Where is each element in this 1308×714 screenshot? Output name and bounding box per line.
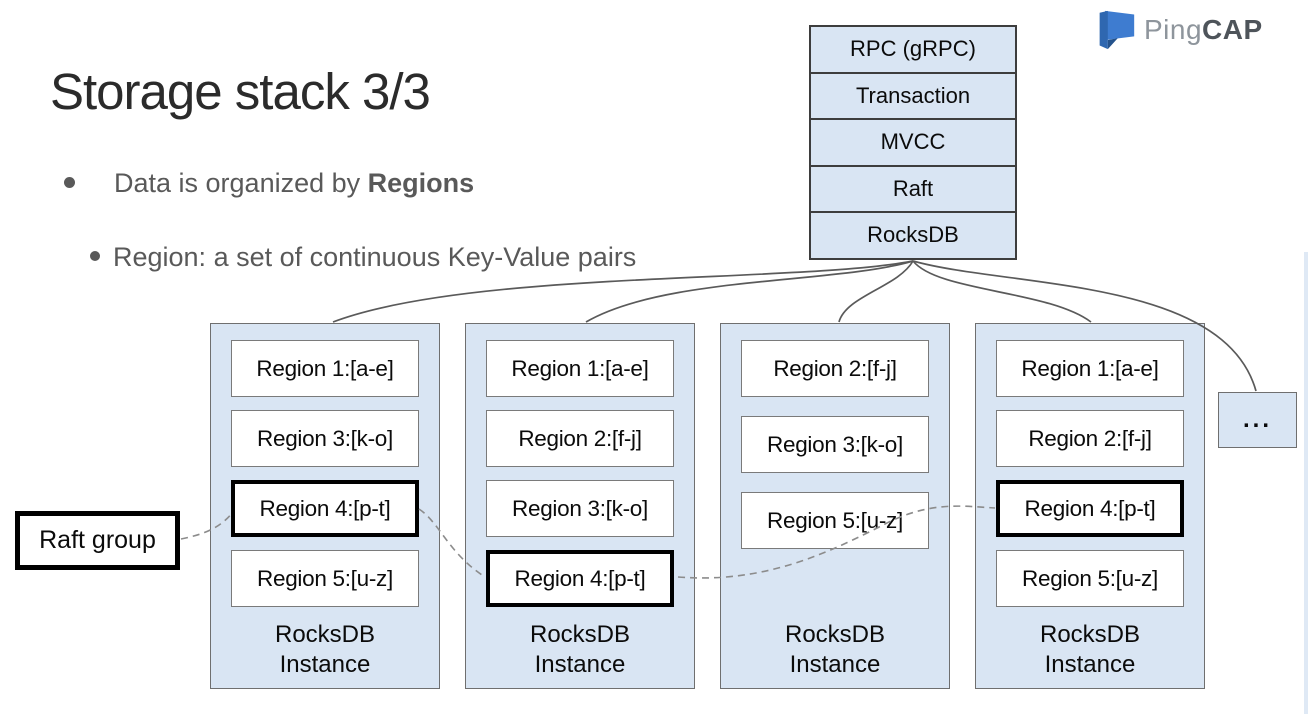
connector-stack-to-instance-3 xyxy=(838,260,914,323)
region-box: Region 3:[k-o] xyxy=(231,410,419,467)
region-list: Region 1:[a-e] Region 3:[k-o] Region 4:[p-… xyxy=(231,340,419,607)
bullet-text-bold: Regions xyxy=(367,168,475,198)
region-box: Region 5:[u-z] xyxy=(996,550,1184,607)
region-list: Region 2:[f-j] Region 3:[k-o] Region 5:[u-… xyxy=(741,340,929,549)
bullet-text: Data is organized by Regions xyxy=(114,166,474,200)
region-box: Region 2:[f-j] xyxy=(996,410,1184,467)
rocksdb-instance-3: Region 2:[f-j] Region 3:[k-o] Region 5:[u-… xyxy=(720,323,950,689)
region-box-raft-member: Region 4:[p-t] xyxy=(486,550,674,607)
region-box: Region 2:[f-j] xyxy=(741,340,929,397)
stack-layer: RPC (gRPC) xyxy=(850,36,976,62)
region-box: Region 3:[k-o] xyxy=(741,416,929,473)
region-list: Region 1:[a-e] Region 2:[f-j] Region 4:[p-… xyxy=(996,340,1184,607)
raft-group-label-box: Raft group xyxy=(15,511,180,570)
more-instances-box: ... xyxy=(1218,392,1297,448)
rocksdb-instance-1: Region 1:[a-e] Region 3:[k-o] Region 4:[p-… xyxy=(210,323,440,689)
bullet-region-definition: Region: a set of continuous Key-Value pa… xyxy=(90,240,636,274)
connector-stack-to-instance-4 xyxy=(912,260,1092,323)
stack-layer: MVCC xyxy=(811,118,1015,165)
region-box: Region 1:[a-e] xyxy=(231,340,419,397)
bullet-data-organized: Data is organized by Regions xyxy=(64,166,474,200)
bullet-dot-icon xyxy=(64,177,75,188)
logo-text-ping: Ping xyxy=(1144,14,1203,45)
page-title: Storage stack 3/3 xyxy=(50,63,431,120)
rocksdb-instance-2: Region 1:[a-e] Region 2:[f-j] Region 3:[k-… xyxy=(465,323,695,689)
region-list: Region 1:[a-e] Region 2:[f-j] Region 3:[k-… xyxy=(486,340,674,607)
bullet-text-normal: Data is organized by xyxy=(114,168,368,198)
clipped-box-edge xyxy=(1304,252,1308,714)
rocksdb-instance-4: Region 1:[a-e] Region 2:[f-j] Region 4:[p-… xyxy=(975,323,1205,689)
pingcap-flag-icon xyxy=(1099,10,1135,50)
logo-text-cap: CAP xyxy=(1202,14,1263,45)
region-box: Region 5:[u-z] xyxy=(741,492,929,549)
region-box: Region 1:[a-e] xyxy=(996,340,1184,397)
region-box-raft-member: Region 4:[p-t] xyxy=(231,480,419,537)
region-box: Region 3:[k-o] xyxy=(486,480,674,537)
bullet-text: Region: a set of continuous Key-Value pa… xyxy=(113,240,636,274)
region-box: Region 5:[u-z] xyxy=(231,550,419,607)
region-box-raft-member: Region 4:[p-t] xyxy=(996,480,1184,537)
bullet-text-normal: Region: a set of continuous Key-Value pa… xyxy=(113,242,637,272)
region-box: Region 2:[f-j] xyxy=(486,410,674,467)
stack-layer: Raft xyxy=(811,164,1015,212)
region-box: Region 1:[a-e] xyxy=(486,340,674,397)
bullet-dot-icon xyxy=(90,251,100,261)
stack-layer: RocksDB xyxy=(811,211,1015,258)
stack-layer: Transaction xyxy=(811,71,1015,119)
